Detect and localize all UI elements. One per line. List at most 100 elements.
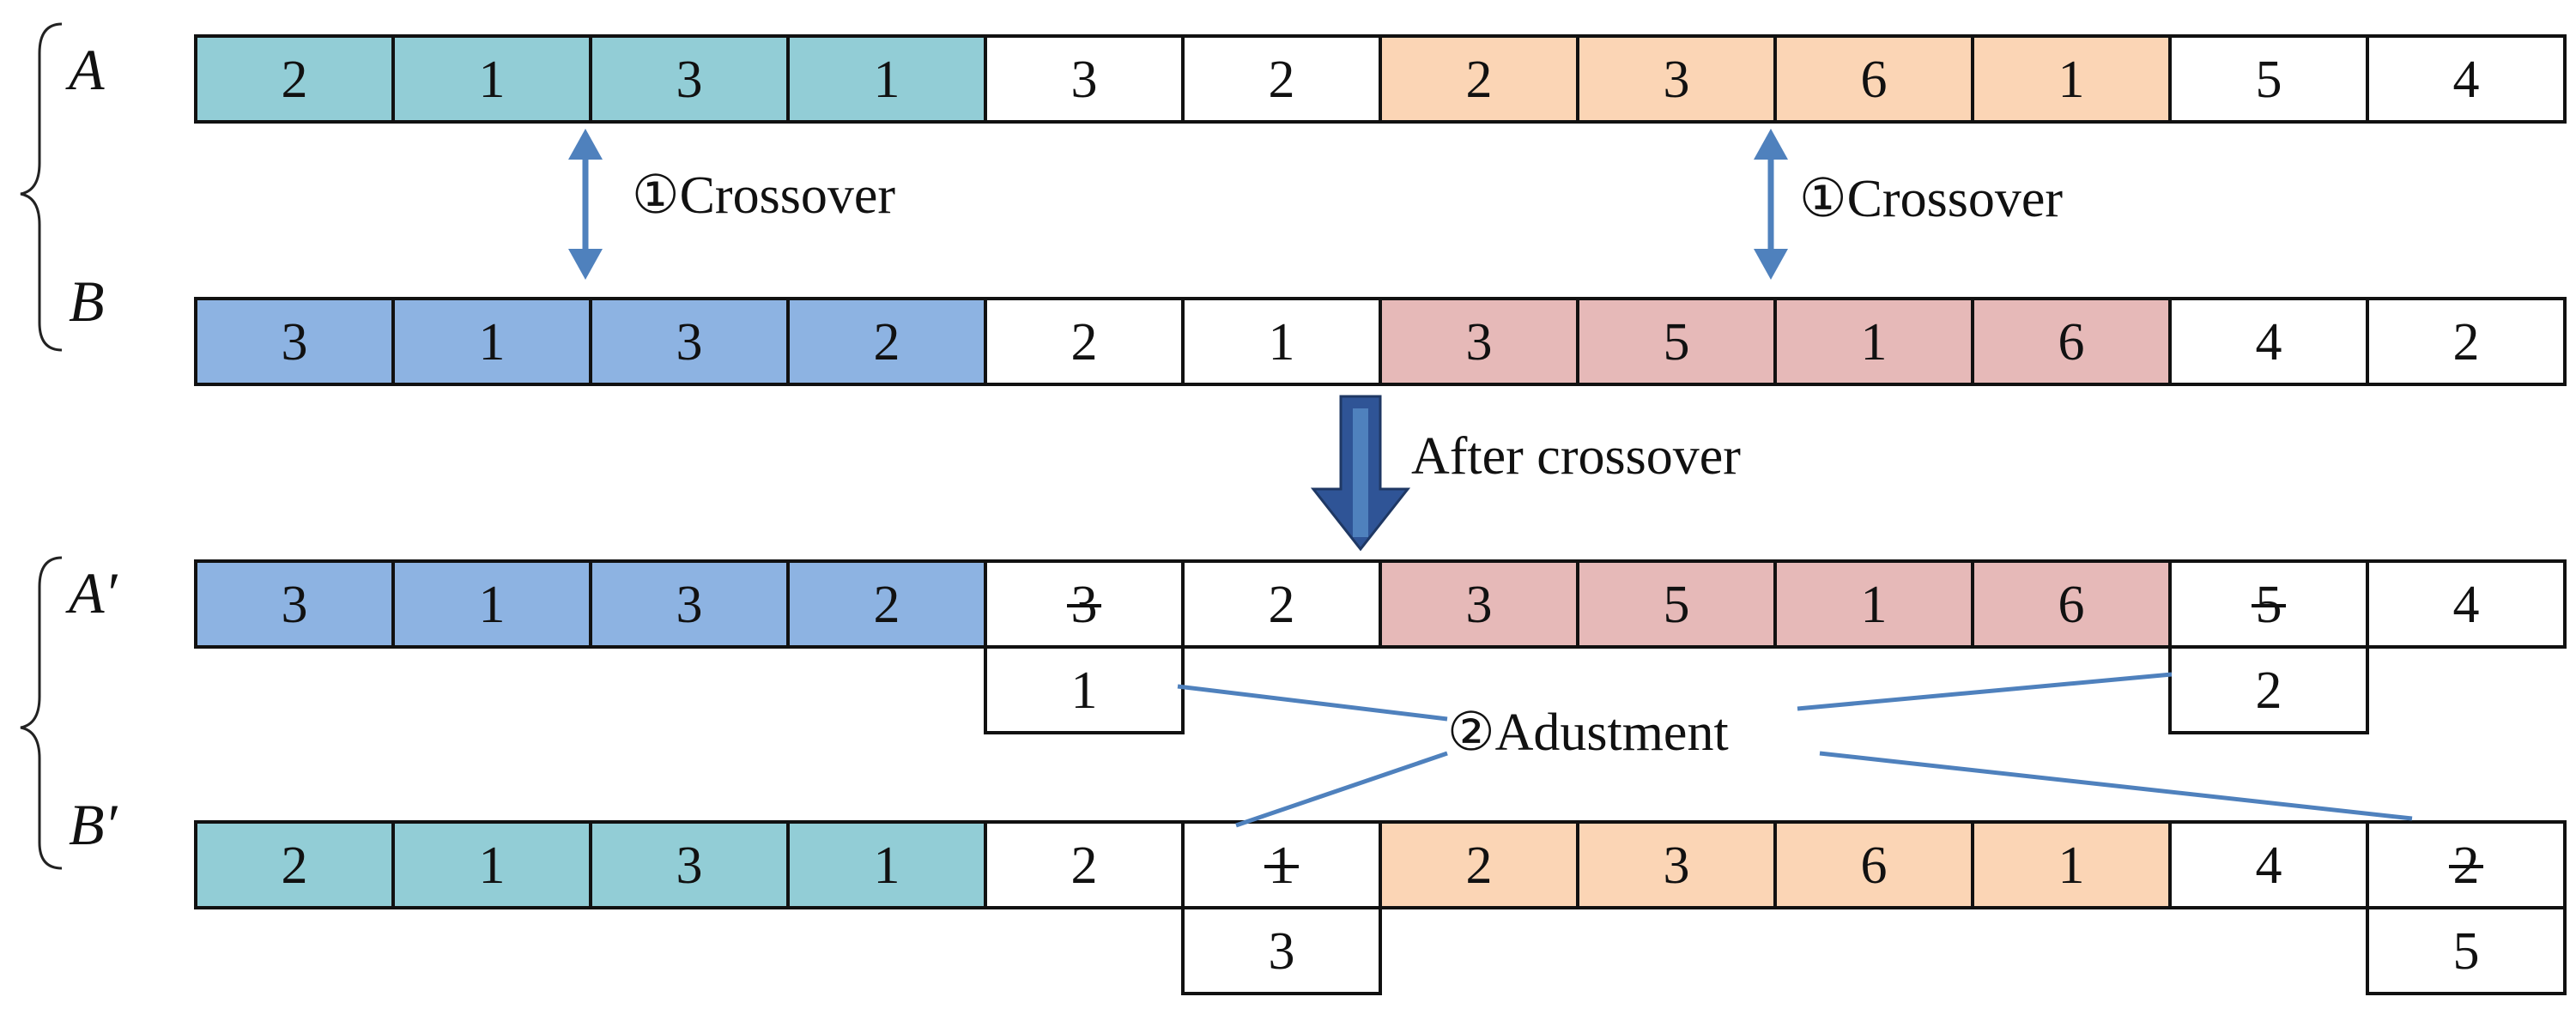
gene-cell-box xyxy=(984,34,1185,124)
crossover-label-left: ①Crossover xyxy=(632,166,895,225)
gene-cell-value: 1 xyxy=(479,313,506,372)
replacement-cell-box xyxy=(984,645,1185,734)
crossover-label-right: ①Crossover xyxy=(1799,170,2063,228)
gene-cell-box xyxy=(1379,297,1579,386)
replacement-cell-value: 2 xyxy=(2256,662,2282,720)
gene-cell-box xyxy=(1971,34,2172,124)
gene-cell-value: 2 xyxy=(874,576,900,634)
row-label-b: B xyxy=(69,269,105,334)
gene-cell-value: 6 xyxy=(1861,837,1888,895)
replacement-cell-value: 1 xyxy=(1071,662,1098,720)
gene-cell-value: 4 xyxy=(2453,576,2480,634)
gene-cell-value: 2 xyxy=(1071,837,1098,895)
chromosome-row-b: 3 1 3 2 2 1 3 5 1 6 4 2 xyxy=(194,297,2567,386)
gene-cell-value: 2 xyxy=(1269,51,1295,109)
gene-cell-box xyxy=(1379,34,1579,124)
gene-cell-value: 1 xyxy=(1861,313,1888,372)
gene-cell-box xyxy=(194,34,395,124)
gene-cell-box xyxy=(2366,297,2567,386)
replacement-cell-box xyxy=(1181,906,1382,995)
gene-cell-value: 1 xyxy=(479,51,506,109)
gene-cell-box xyxy=(1773,34,1974,124)
gene-cell-value: 2 xyxy=(874,313,900,372)
gene-cell-value: 1 xyxy=(2058,837,2085,895)
gene-cell-value: 1 xyxy=(479,837,506,895)
row-label-a-prime: A′ xyxy=(65,560,118,625)
gene-cell-value: 4 xyxy=(2256,313,2282,372)
gene-cell-value: 1 xyxy=(479,576,506,634)
gene-cell-box xyxy=(589,559,790,649)
replacement-cell-box xyxy=(2366,906,2567,995)
gene-cell-value: 3 xyxy=(1664,837,1690,895)
gene-cell-value: 4 xyxy=(2453,51,2480,109)
gene-cell-value: 4 xyxy=(2256,837,2282,895)
gene-cell-value: 2 xyxy=(1466,837,1493,895)
brace-ab-prime xyxy=(20,556,63,870)
gene-cell-value: 6 xyxy=(2058,313,2085,372)
gene-cell-value: 3 xyxy=(1466,576,1493,634)
gene-cell-box xyxy=(391,820,592,909)
gene-cell-value: 1 xyxy=(874,837,900,895)
after-crossover-label: After crossover xyxy=(1411,427,1741,486)
replacement-cell-box xyxy=(2168,645,2369,734)
gene-cell-value: 1 xyxy=(1861,576,1888,634)
gene-cell-box xyxy=(1971,297,2172,386)
gene-cell-value: 3 xyxy=(676,837,703,895)
gene-cell-value: 6 xyxy=(2058,576,2085,634)
crossover-arrow-right xyxy=(1754,129,1788,280)
gene-cell-value: 3 xyxy=(282,576,308,634)
gene-cell-value: 2 xyxy=(1466,51,1493,109)
adjustment-connectors xyxy=(1177,672,2413,828)
gene-cell-value: 3 xyxy=(282,313,308,372)
adjustment-label: ②Adustment xyxy=(1447,704,1729,762)
gene-cell-box xyxy=(2366,559,2567,649)
crossover-arrow-left xyxy=(568,129,603,280)
gene-cell-value: 6 xyxy=(1861,51,1888,109)
gene-cell-value: 3 xyxy=(1071,51,1098,109)
gene-cell-box xyxy=(194,820,395,909)
gene-cell-box xyxy=(194,559,395,649)
gene-cell-box xyxy=(984,297,1185,386)
gene-cell-box xyxy=(1576,34,1777,124)
gene-cell-box xyxy=(1576,297,1777,386)
gene-cell-box xyxy=(391,297,592,386)
gene-cell-box xyxy=(589,820,790,909)
gene-cell-value: 3 xyxy=(676,51,703,109)
gene-cell-value: 5 xyxy=(1664,576,1690,634)
replacement-cell-value: 5 xyxy=(2453,922,2480,981)
gene-cell-value: 1 xyxy=(2058,51,2085,109)
gene-cell-box xyxy=(589,34,790,124)
row-label-a: A xyxy=(65,37,105,102)
gene-cell-box xyxy=(786,820,987,909)
gene-cell-value: 3 xyxy=(676,576,703,634)
gene-cell-box xyxy=(786,297,987,386)
gene-cell-value: 3 xyxy=(676,313,703,372)
gene-cell-box xyxy=(1181,297,1382,386)
gene-cell-box xyxy=(1576,820,1777,909)
gene-cell-value: 3 xyxy=(1664,51,1690,109)
gene-cell-value: 5 xyxy=(1664,313,1690,372)
gene-cell-value: 1 xyxy=(1269,313,1295,372)
gene-cell-value: 2 xyxy=(1269,576,1295,634)
gene-cell-box xyxy=(391,34,592,124)
gene-cell-value: 2 xyxy=(282,837,308,895)
gene-cell-box xyxy=(786,559,987,649)
replacement-cell-value: 3 xyxy=(1269,922,1295,981)
gene-cell-value: 2 xyxy=(1071,313,1098,372)
gene-cell-value: 3 xyxy=(1466,313,1493,372)
row-label-b-prime: B′ xyxy=(69,792,118,857)
gene-cell-box xyxy=(194,297,395,386)
gene-cell-box xyxy=(2168,297,2369,386)
gene-cell-box xyxy=(984,820,1185,909)
gene-cell-value: 1 xyxy=(874,51,900,109)
gene-cell-box xyxy=(1971,820,2172,909)
gene-cell-value: 5 xyxy=(2256,51,2282,109)
gene-cell-value: 2 xyxy=(282,51,308,109)
gene-cell-box xyxy=(1181,34,1382,124)
gene-cell-value: 2 xyxy=(2453,313,2480,372)
gene-cell-box xyxy=(1773,297,1974,386)
